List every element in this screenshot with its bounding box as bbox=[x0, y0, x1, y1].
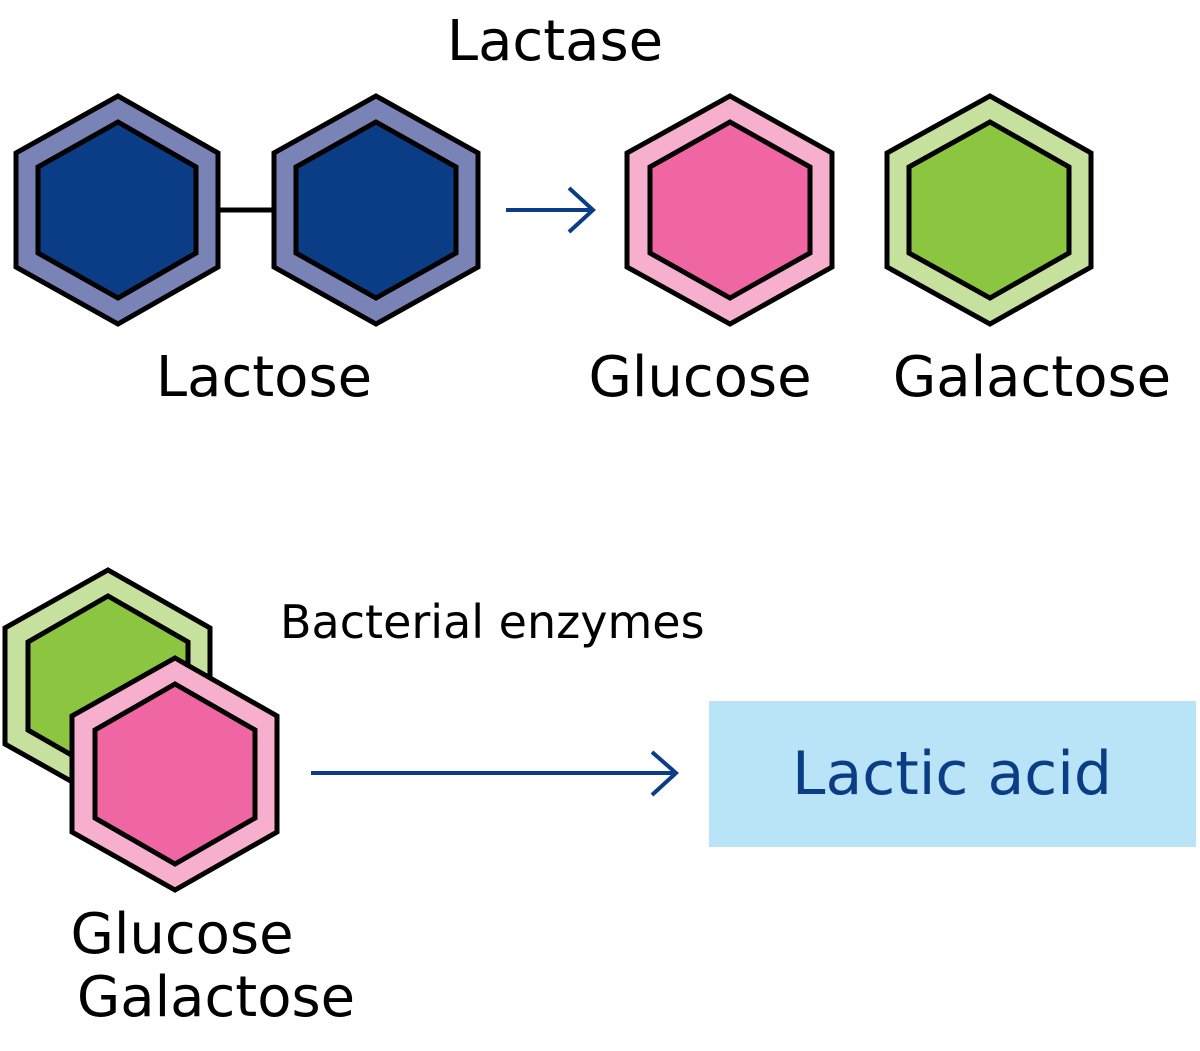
substrate-label-glucose: Glucose bbox=[70, 902, 293, 967]
product-box-lactic-acid: Lactic acid bbox=[709, 701, 1196, 847]
galactose-molecule bbox=[884, 93, 1094, 327]
product-label-galactose: Galactose bbox=[893, 345, 1171, 410]
lactose-ring-2 bbox=[271, 93, 481, 327]
lactose-molecule bbox=[13, 93, 481, 327]
enzyme-label-bacterial: Bacterial enzymes bbox=[280, 595, 705, 649]
glucose-molecule bbox=[624, 93, 835, 327]
reaction-arrow-1 bbox=[506, 186, 596, 234]
product-label-glucose: Glucose bbox=[588, 345, 811, 410]
glucose-molecule-2 bbox=[69, 655, 280, 893]
enzyme-label-lactase: Lactase bbox=[447, 9, 663, 74]
substrate-label-galactose: Galactose bbox=[77, 965, 355, 1030]
product-label-lactic-acid: Lactic acid bbox=[792, 739, 1112, 809]
reaction-arrow-2 bbox=[311, 750, 679, 797]
lactose-ring-1 bbox=[13, 93, 221, 327]
substrate-label-lactose: Lactose bbox=[156, 345, 372, 410]
